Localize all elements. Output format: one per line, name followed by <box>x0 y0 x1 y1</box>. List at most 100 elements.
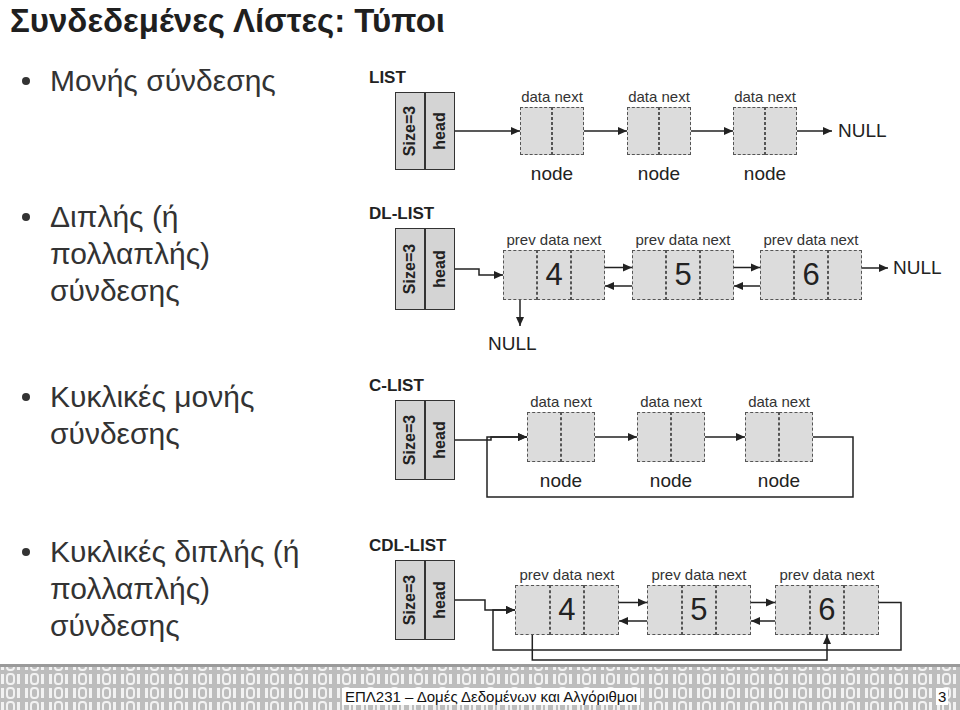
node-cell <box>527 412 561 462</box>
node-cell: 4 <box>550 585 585 635</box>
footer-text: ΕΠΛ231 – Δομές Δεδομένων και Αλγόριθμοι <box>342 688 640 705</box>
null-label: NULL <box>488 333 537 355</box>
bullet-text: Κυκλικές μονής σύνδεσης <box>50 378 310 452</box>
node-cell <box>561 412 595 462</box>
field-names: data next <box>734 88 796 105</box>
node-cell: Size=3 <box>395 228 425 310</box>
null-label: NULL <box>893 257 942 279</box>
field-names: data next <box>748 393 810 410</box>
list-node: data nextnode <box>637 412 705 462</box>
list-name: C-LIST <box>369 376 424 396</box>
list-header: Size=3headC-LIST <box>395 400 455 480</box>
list-node: 6prev data next <box>775 585 879 635</box>
node-value: 5 <box>674 257 691 293</box>
node-label: node <box>540 470 582 492</box>
field-names: data next <box>640 393 702 410</box>
list-name: DL-LIST <box>369 204 434 224</box>
page-number: 3 <box>936 688 948 705</box>
bullet-text: Διπλής (ή πολλαπλής) σύνδεσης <box>50 198 300 309</box>
node-cell <box>515 585 550 635</box>
list-node: data nextnode <box>527 412 595 462</box>
list-header: Size=3headLIST <box>395 92 455 170</box>
bullet-dot <box>22 213 30 221</box>
node-value: 6 <box>802 257 819 293</box>
node-cell: 6 <box>810 585 845 635</box>
list-node: 4prev data next <box>503 250 605 300</box>
node-cell <box>765 107 797 155</box>
header-field: head <box>431 250 449 287</box>
node-value: 6 <box>818 592 835 628</box>
node-cell <box>745 412 779 462</box>
node-cell <box>637 412 671 462</box>
node-cell: head <box>425 400 455 480</box>
node-cell <box>733 107 765 155</box>
node-label: node <box>758 470 800 492</box>
list-node: 5prev data next <box>632 250 734 300</box>
field-names: data next <box>628 88 690 105</box>
node-cell: Size=3 <box>395 92 425 170</box>
field-names: prev data next <box>506 231 601 248</box>
header-field: Size=3 <box>401 106 419 156</box>
list-node: 4prev data next <box>515 585 619 635</box>
node-cell <box>647 585 682 635</box>
node-cell <box>659 107 691 155</box>
field-names: prev data next <box>651 566 746 583</box>
node-cell <box>552 107 584 155</box>
node-cell <box>632 250 666 300</box>
field-names: data next <box>530 393 592 410</box>
header-field: head <box>431 112 449 149</box>
node-value: 4 <box>558 592 575 628</box>
node-label: node <box>744 163 786 185</box>
field-names: prev data next <box>779 566 874 583</box>
node-label: node <box>531 163 573 185</box>
node-cell <box>716 585 751 635</box>
node-cell: Size=3 <box>395 560 425 640</box>
list-name: CDL-LIST <box>369 536 446 556</box>
node-label: node <box>650 470 692 492</box>
node-cell: head <box>425 228 455 310</box>
list-node: data nextnode <box>745 412 813 462</box>
node-cell <box>503 250 537 300</box>
node-cell <box>671 412 705 462</box>
field-names: data next <box>521 88 583 105</box>
node-cell: head <box>425 92 455 170</box>
node-cell <box>779 412 813 462</box>
node-cell: 6 <box>794 250 828 300</box>
node-value: 5 <box>690 592 707 628</box>
header-field: Size=3 <box>401 575 419 625</box>
field-names: prev data next <box>519 566 614 583</box>
node-cell: 5 <box>666 250 700 300</box>
list-node: 6prev data next <box>760 250 862 300</box>
list-node: 5prev data next <box>647 585 751 635</box>
node-label: node <box>638 163 680 185</box>
list-header: Size=3headDL-LIST <box>395 228 455 310</box>
bullet-text: Κυκλικές διπλής (ή πολλαπλής) σύνδεσης <box>50 533 335 644</box>
node-cell <box>700 250 734 300</box>
node-cell <box>627 107 659 155</box>
list-header: Size=3headCDL-LIST <box>395 560 455 640</box>
bullet-dot <box>22 393 30 401</box>
node-cell: Size=3 <box>395 400 425 480</box>
node-cell <box>844 585 879 635</box>
footer-rule <box>0 664 960 667</box>
node-cell <box>760 250 794 300</box>
node-cell <box>775 585 810 635</box>
list-node: data nextnode <box>627 107 691 155</box>
node-cell <box>571 250 605 300</box>
node-value: 4 <box>545 257 562 293</box>
field-names: prev data next <box>635 231 730 248</box>
field-names: prev data next <box>763 231 858 248</box>
node-cell: 5 <box>682 585 717 635</box>
bullet-text: Μονής σύνδεσης <box>50 62 360 99</box>
node-cell: head <box>425 560 455 640</box>
header-field: Size=3 <box>401 415 419 465</box>
footer-band <box>0 664 960 710</box>
node-cell <box>520 107 552 155</box>
header-field: head <box>431 421 449 458</box>
bullet-dot <box>22 77 30 85</box>
node-cell: 4 <box>537 250 571 300</box>
header-field: Size=3 <box>401 244 419 294</box>
list-name: LIST <box>369 68 406 88</box>
bullet-dot <box>22 548 30 556</box>
header-field: head <box>431 581 449 618</box>
